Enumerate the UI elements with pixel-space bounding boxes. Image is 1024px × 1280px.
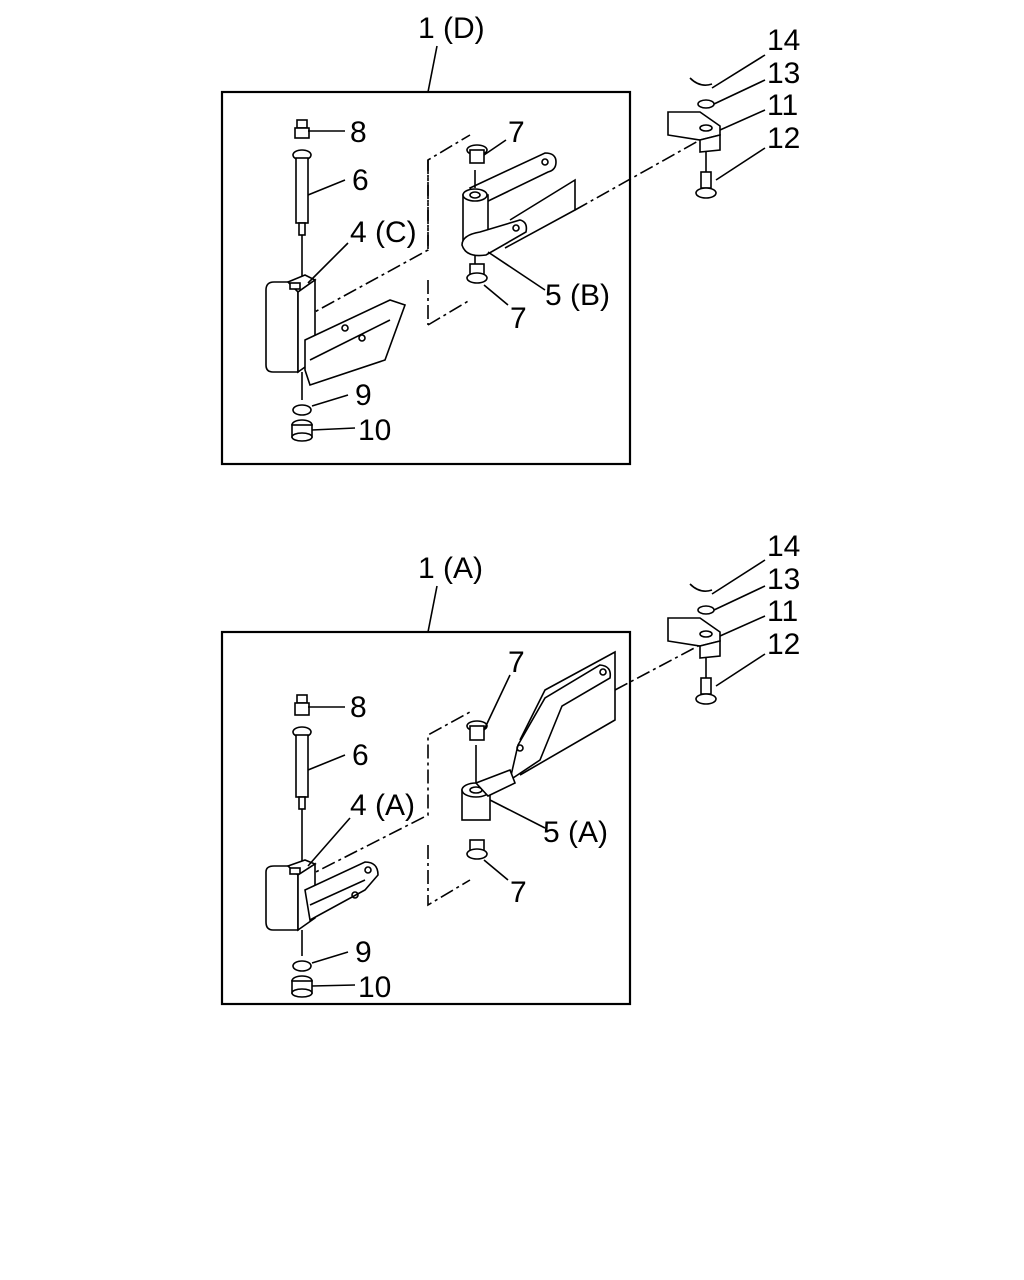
diagram-bottom: 1 (A) — [220, 530, 800, 1006]
label-part-11: 11 — [767, 89, 798, 122]
bolt-part-12 — [695, 152, 717, 199]
assembly-leader — [427, 585, 438, 633]
washer-part-13 — [697, 605, 715, 615]
label-part-7-upper: 7 — [508, 646, 525, 679]
label-part-14: 14 — [767, 530, 800, 563]
pin-part-6 — [292, 726, 312, 862]
leader-lines — [307, 559, 766, 987]
pin-part-6 — [292, 149, 312, 280]
bushing-part-7-lower — [466, 839, 488, 860]
washer-part-13 — [697, 99, 715, 109]
nut-part-10 — [291, 975, 313, 998]
bracket-part-4 — [265, 859, 379, 956]
label-part-5: 5 (A) — [543, 816, 608, 849]
leader-lines — [307, 54, 766, 431]
label-part-6: 6 — [352, 739, 369, 772]
assembly-label: 1 (A) — [418, 552, 483, 585]
washer-part-9 — [292, 404, 312, 416]
label-part-7-lower: 7 — [510, 876, 527, 909]
assembly-frame — [220, 630, 632, 1006]
label-part-8: 8 — [350, 116, 367, 149]
dash-boundary-upper — [299, 711, 471, 881]
bolt-part-12 — [695, 658, 717, 705]
label-part-6: 6 — [352, 164, 369, 197]
dash-boundary-lower — [427, 845, 471, 907]
label-part-9: 9 — [355, 379, 372, 412]
assembly-leader — [427, 45, 438, 93]
assembly-frame — [220, 90, 632, 466]
label-part-7-upper: 7 — [508, 116, 525, 149]
label-part-14: 14 — [767, 24, 800, 57]
label-part-11: 11 — [767, 595, 798, 628]
label-part-5: 5 (B) — [545, 279, 610, 312]
clamp-part-11 — [667, 111, 721, 153]
bracket-part-4 — [265, 274, 407, 400]
label-part-10: 10 — [358, 414, 391, 447]
arm-part-5 — [461, 650, 616, 821]
dash-link-right — [614, 644, 701, 691]
diagram-top: 1 (D) — [220, 12, 800, 466]
label-part-13: 13 — [767, 57, 800, 90]
label-part-7-lower: 7 — [510, 302, 527, 335]
label-part-13: 13 — [767, 563, 800, 596]
label-part-9: 9 — [355, 936, 372, 969]
label-part-8: 8 — [350, 691, 367, 724]
clamp-part-11 — [667, 617, 721, 659]
nut-part-10 — [291, 419, 313, 442]
bushing-part-7-upper — [466, 144, 488, 164]
dash-link-right — [574, 139, 701, 211]
assembly-label: 1 (D) — [418, 12, 485, 45]
label-part-4: 4 (C) — [350, 216, 417, 249]
dash-boundary-lower — [427, 299, 471, 326]
bushing-part-7-lower — [466, 255, 488, 284]
dash-boundary-upper — [299, 134, 471, 321]
clip-part-14 — [689, 77, 713, 86]
arm-part-5 — [461, 152, 576, 257]
washer-part-9 — [292, 960, 312, 972]
clip-part-14 — [689, 583, 713, 592]
label-part-4: 4 (A) — [350, 789, 415, 822]
grease-fitting-part-8 — [294, 119, 310, 139]
label-part-12: 12 — [767, 122, 800, 155]
bushing-part-7-upper — [466, 720, 488, 741]
grease-fitting-part-8 — [294, 694, 310, 716]
label-part-12: 12 — [767, 628, 800, 661]
label-part-10: 10 — [358, 971, 391, 1004]
